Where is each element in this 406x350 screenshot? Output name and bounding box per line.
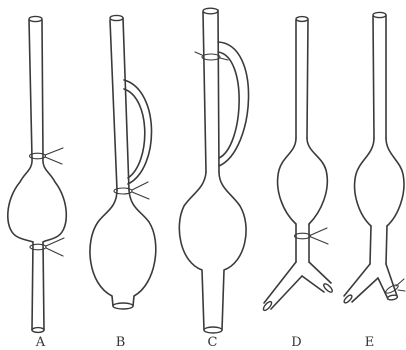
panel-d-ligature	[295, 228, 329, 244]
panel-a-ligature-upper	[30, 148, 64, 164]
panel-b-ligature	[114, 182, 149, 199]
panel-b	[90, 15, 156, 309]
panel-c-bypass-graft	[218, 42, 249, 166]
panel-label-e: E	[365, 335, 376, 350]
panel-c	[179, 8, 248, 333]
panel-label-b: B	[116, 335, 127, 350]
panel-e-vessel	[355, 12, 404, 264]
panel-d	[262, 17, 333, 312]
panel-label-a: A	[35, 335, 46, 350]
panel-a-vessel	[8, 16, 67, 332]
panel-d-bifurcation	[262, 262, 333, 312]
panel-c-vessel	[179, 8, 246, 333]
panel-a	[8, 16, 67, 332]
panel-e-ligature	[385, 279, 405, 295]
panel-label-d: D	[291, 335, 302, 350]
panel-e	[343, 12, 405, 304]
panel-label-c: C	[208, 335, 219, 350]
panel-e-bifurcation	[343, 264, 398, 304]
panel-d-vessel	[278, 17, 328, 262]
